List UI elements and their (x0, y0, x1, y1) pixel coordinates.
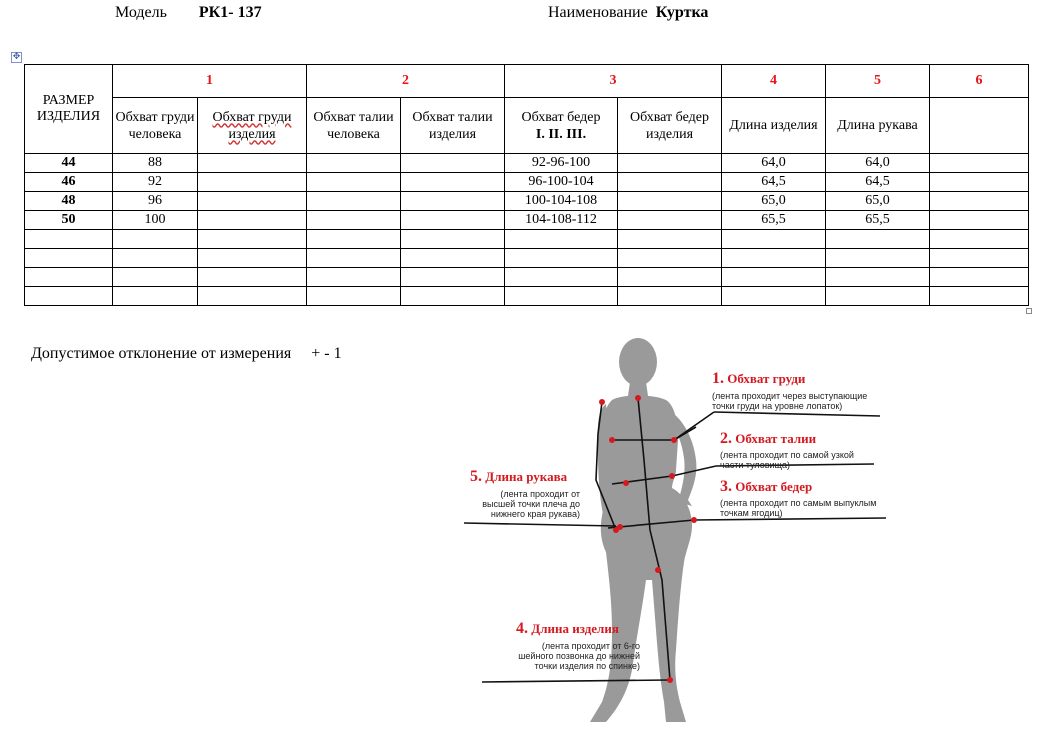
measurement-figure: 1. Обхват груди (лента проходит через вы… (440, 330, 910, 730)
group-1: 1 (112, 64, 307, 98)
table-row: 44 88 92-96-100 64,0 64,0 (24, 153, 1029, 173)
name-label: Наименование (548, 4, 648, 21)
col-chest-person: Обхват груди человека (112, 97, 198, 154)
label-hips-title: 3. Обхват бедер (720, 478, 813, 495)
col-hips-garment: Обхват бедер изделия (617, 97, 722, 154)
col-chest-garment: Обхват груди изделия (197, 97, 307, 154)
body-silhouette-illustration (463, 338, 887, 722)
model-value: РК1- 137 (198, 4, 262, 21)
empty-row (24, 286, 1029, 306)
col-waist-garment: Обхват талии изделия (400, 97, 505, 154)
size-header: РАЗМЕР ИЗДЕЛИЯ (24, 64, 113, 154)
tolerance-note: Допустимое отклонение от измерения + - 1 (31, 345, 342, 363)
col-extra (929, 97, 1029, 154)
tolerance-label: Допустимое отклонение от измерения (31, 345, 292, 362)
group-5: 5 (825, 64, 930, 98)
table-row: 46 92 96-100-104 64,5 64,5 (24, 172, 1029, 192)
model-label: Модель (115, 4, 167, 21)
group-3: 3 (504, 64, 722, 98)
col-waist-person: Обхват талии человека (306, 97, 401, 154)
group-2: 2 (306, 64, 505, 98)
model-header: Модель РК1- 137 (115, 4, 262, 22)
table-row: 50 100 104-108-112 65,5 65,5 (24, 210, 1029, 230)
name-value: Куртка (655, 4, 709, 21)
name-header: Наименование Куртка (548, 4, 708, 22)
table-resize-handle[interactable] (1026, 308, 1032, 314)
label-chest-title: 1. Обхват груди (712, 370, 806, 387)
column-header-row: Обхват груди человека Обхват груди издел… (25, 97, 1029, 154)
col-length-garment: Длина изделия (721, 97, 826, 154)
tolerance-value: + - 1 (311, 345, 342, 362)
label-sleeve-title: 5. Длина рукава (470, 468, 568, 485)
empty-row (24, 267, 1029, 287)
empty-row (24, 248, 1029, 268)
label-waist-title: 2. Обхват талии (720, 430, 817, 447)
empty-row (24, 229, 1029, 249)
label-length-title: 4. Длина изделия (516, 620, 619, 637)
size-table: РАЗМЕР ИЗДЕЛИЯ 1 2 3 4 5 6 Обхват груди … (24, 64, 1029, 306)
table-row: 48 96 100-104-108 65,0 65,0 (24, 191, 1029, 211)
group-6: 6 (929, 64, 1029, 98)
group-header-row: РАЗМЕР ИЗДЕЛИЯ 1 2 3 4 5 6 (24, 64, 1029, 154)
col-sleeve-length: Длина рукава (825, 97, 930, 154)
group-4: 4 (721, 64, 826, 98)
table-move-handle-icon[interactable]: ✥ (11, 52, 22, 63)
